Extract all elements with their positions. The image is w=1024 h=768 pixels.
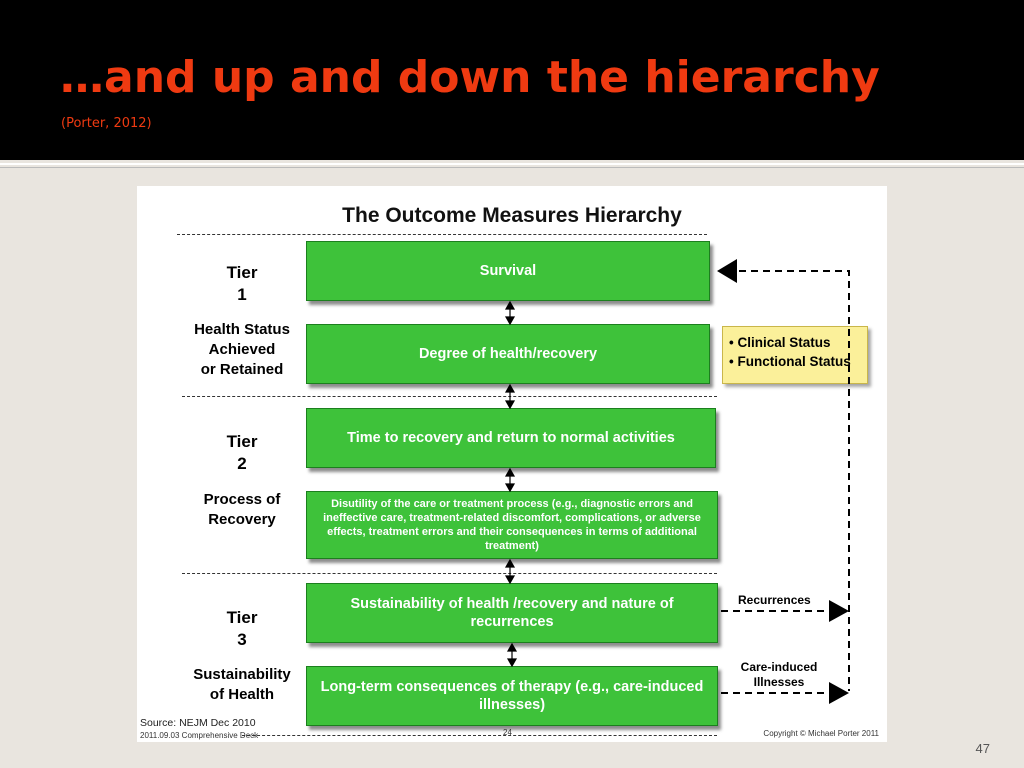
arrow-right-icon: [829, 600, 849, 622]
tier-desc-line: Health Status: [194, 321, 290, 338]
tier-3-description: Sustainability of Health: [177, 665, 307, 705]
tier-desc-line: of Health: [209, 686, 275, 703]
box-text: Sustainability of health /recovery and n…: [350, 596, 674, 630]
tier-desc-line: Sustainability: [193, 666, 291, 683]
tier-1-word: Tier: [226, 263, 258, 282]
box-disutility: Disutility of the care or treatment proc…: [306, 491, 718, 559]
double-arrow-icon: [504, 300, 516, 326]
tier-1-label: Tier 1: [192, 262, 292, 306]
slide-title: …and up and down the hierarchy: [60, 52, 880, 103]
arrow-left-icon: [717, 259, 737, 283]
tier-desc-line: or Retained: [200, 361, 284, 378]
tier-desc-line: Recovery: [208, 511, 276, 528]
slide-number: 47: [975, 741, 990, 756]
page-number: 24: [503, 728, 512, 737]
title-separator: [177, 234, 707, 235]
box-text: Survival: [479, 263, 537, 279]
hierarchy-diagram: The Outcome Measures Hierarchy Tier 1 He…: [137, 186, 887, 742]
box-long-term-consequences: Long-term consequences of therapy (e.g.,…: [306, 666, 718, 726]
arrow-connectors: [504, 259, 850, 704]
box-text: Long-term consequences of therapy (e.g.,…: [320, 679, 704, 713]
tier-separator: [182, 396, 717, 397]
box-degree-of-health: Degree of health/recovery: [306, 324, 710, 384]
header-divider: [0, 163, 1024, 165]
box-survival: Survival: [306, 241, 710, 301]
box-sustainability: Sustainability of health /recovery and n…: [306, 583, 718, 643]
callout-item: • Functional Status: [729, 354, 851, 369]
box-text: Degree of health/recovery: [418, 346, 598, 362]
tier-desc-line: Process of: [203, 491, 281, 508]
tier-2-word: Tier: [226, 432, 258, 451]
double-arrow-icon: [504, 383, 516, 410]
copyright-note: Copyright © Michael Porter 2011: [763, 729, 879, 738]
tier-desc-line: Achieved: [208, 341, 276, 358]
tier-2-label: Tier 2: [192, 431, 292, 475]
slide-subtitle: (Porter, 2012): [61, 116, 152, 131]
double-arrow-icon: [504, 467, 516, 493]
arrow-right-icon: [829, 682, 849, 704]
double-arrow-icon: [506, 642, 518, 668]
tier-2-number: 2: [237, 454, 247, 473]
footer-left-note: 2011.09.03 Comprehensive Deck: [140, 731, 259, 740]
header-divider-shadow: [0, 167, 1024, 168]
tier-1-description: Health Status Achieved or Retained: [177, 320, 307, 380]
source-note: Source: NEJM Dec 2010: [140, 717, 256, 729]
box-text: Time to recovery and return to normal ac…: [347, 430, 675, 446]
double-arrow-icon: [504, 558, 516, 585]
footer-separator: [242, 735, 717, 736]
diagram-title: The Outcome Measures Hierarchy: [342, 204, 682, 227]
tier-3-number: 3: [237, 630, 247, 649]
box-time-to-recovery: Time to recovery and return to normal ac…: [306, 408, 716, 468]
tier-2-description: Process of Recovery: [177, 490, 307, 530]
tier-separator: [182, 573, 717, 574]
care-induced-label: Care-induced Illnesses: [734, 660, 824, 690]
slide-header: …and up and down the hierarchy (Porter, …: [0, 0, 1024, 160]
tier-3-label: Tier 3: [192, 607, 292, 651]
tier-3-word: Tier: [226, 608, 258, 627]
tier-1-number: 1: [237, 285, 247, 304]
recurrences-label: Recurrences: [738, 593, 811, 607]
care-induced-line: Illnesses: [753, 675, 805, 689]
status-callout: • Clinical Status • Functional Status: [722, 326, 868, 384]
box-text: Disutility of the care or treatment proc…: [323, 498, 701, 552]
care-induced-line: Care-induced: [740, 660, 818, 674]
callout-item: • Clinical Status: [729, 335, 831, 350]
